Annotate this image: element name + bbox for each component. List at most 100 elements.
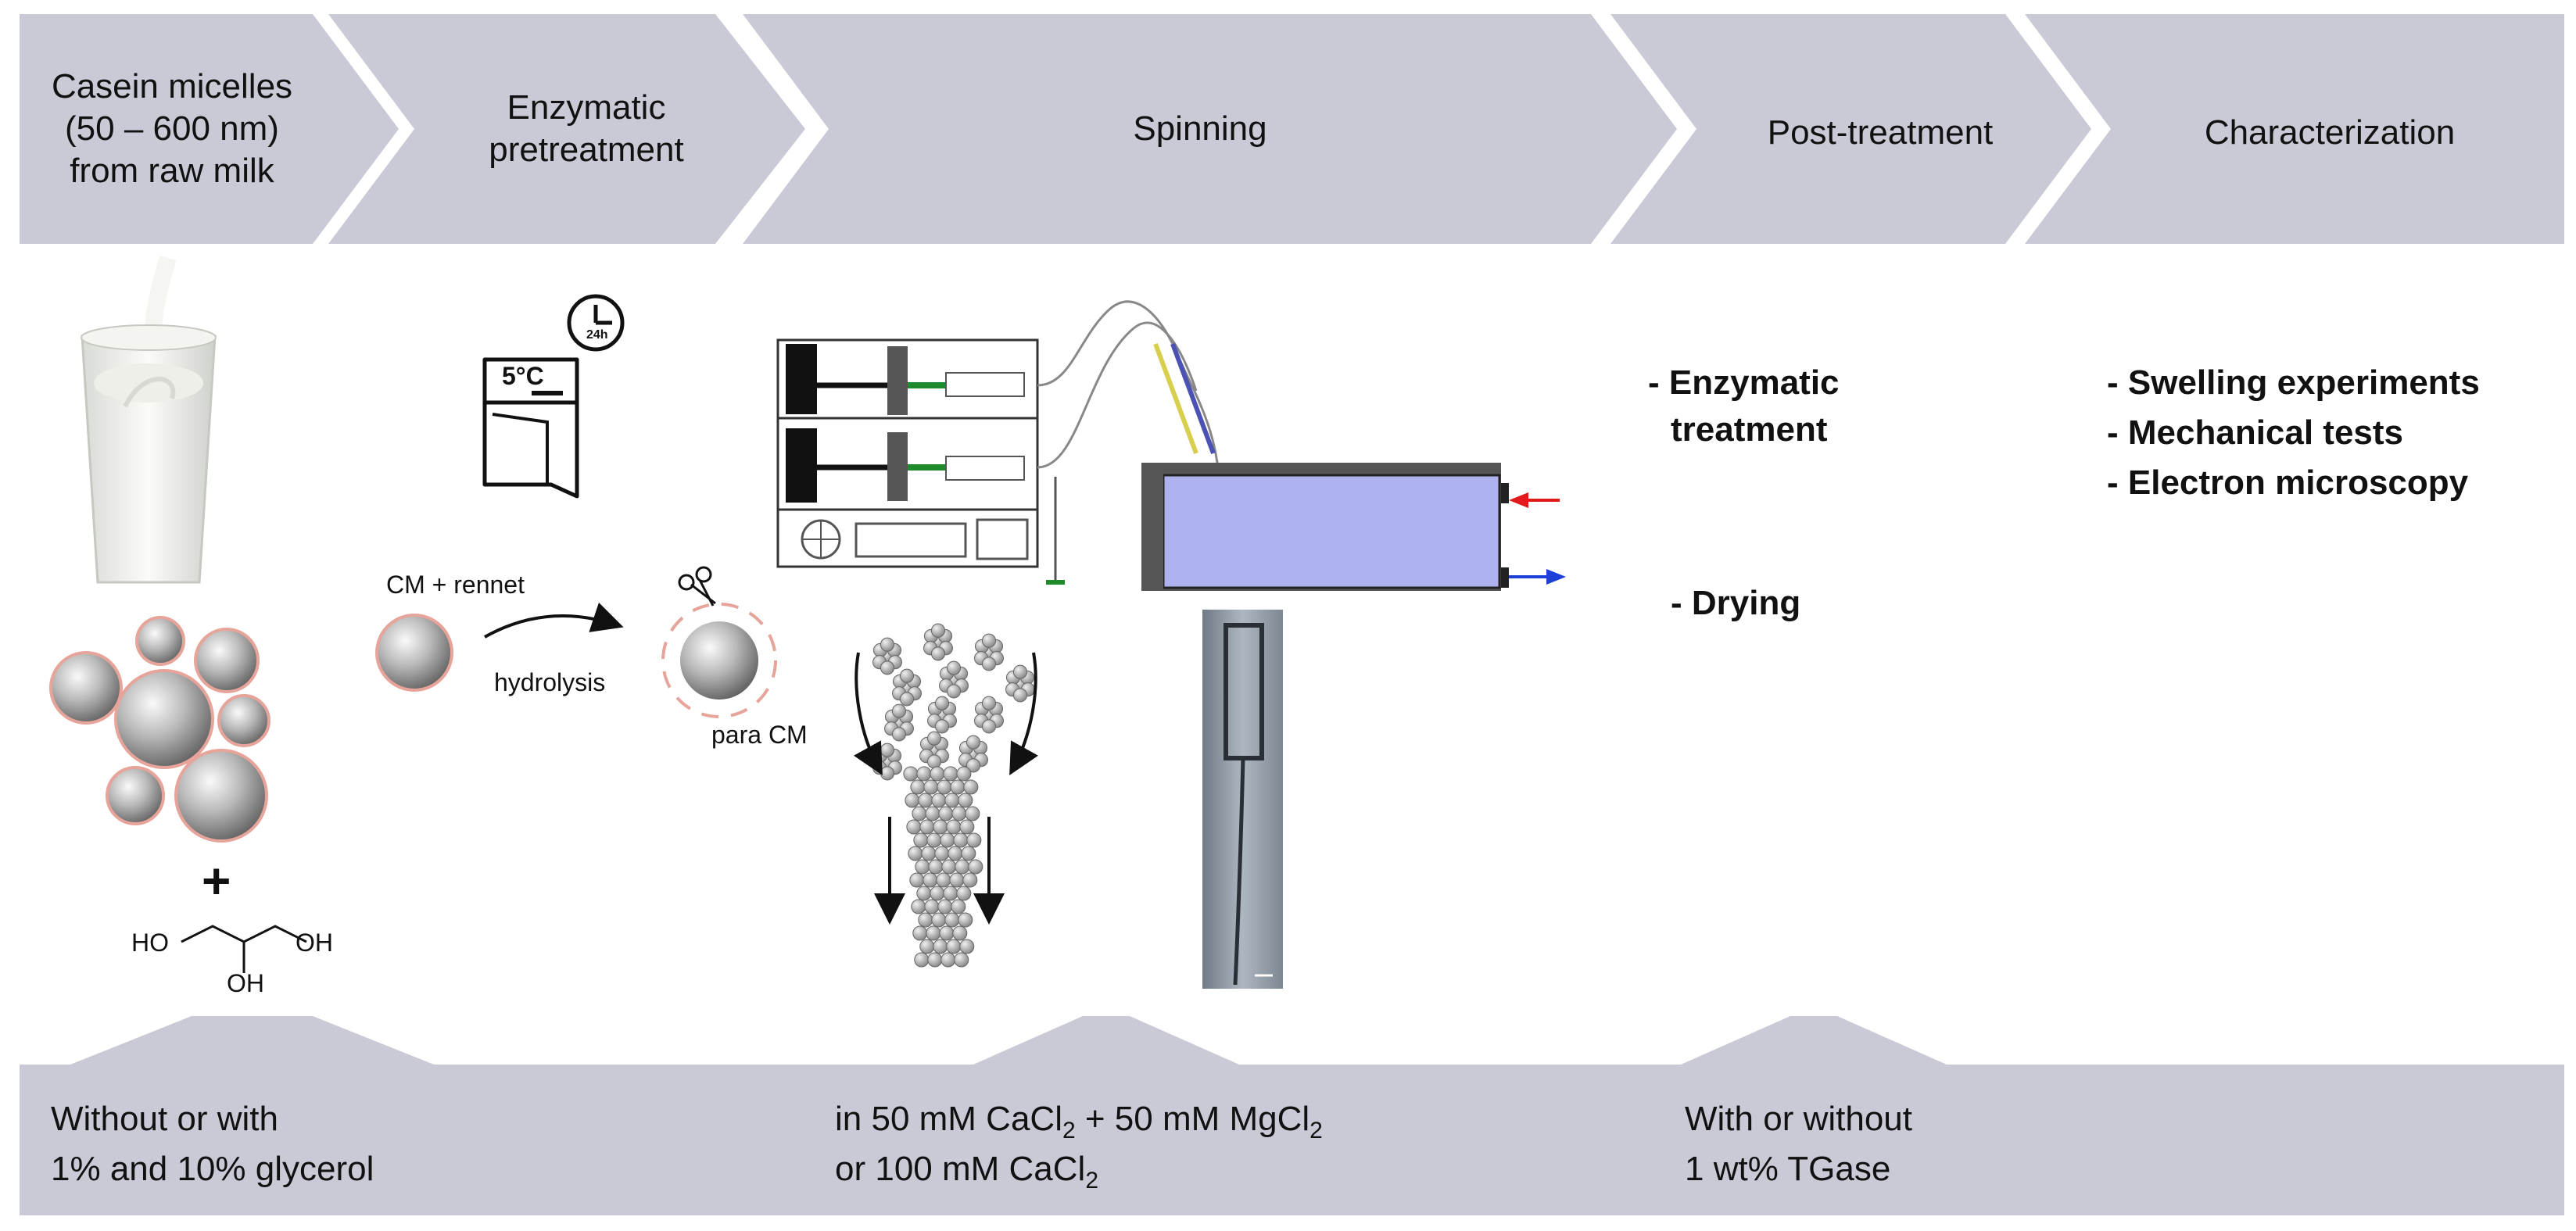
bath-line2-pre: or 100 mM CaCl xyxy=(835,1150,1086,1188)
condition-arrow-tgase xyxy=(1681,1016,1947,1065)
fiber-micelle-particle xyxy=(930,766,945,782)
stage-title-spinning: Spinning xyxy=(1133,109,1267,148)
stage-chevron-characterization xyxy=(2025,14,2564,244)
micelle-particle xyxy=(880,660,895,675)
glycerol-condition-line1: Without or with xyxy=(51,1100,278,1138)
fiber-micelle-particle xyxy=(924,899,940,914)
micelle-particle xyxy=(966,735,981,750)
fiber-micelle-particle xyxy=(941,859,957,875)
stage-chevron-enzymatic xyxy=(328,14,805,244)
fiber-micelle-particle xyxy=(937,899,953,914)
stage-title-post: Post-treatment xyxy=(1767,113,1994,152)
fiber-micelle-particle xyxy=(925,806,940,821)
post-item-enzymatic: - Enzymatic xyxy=(1648,363,1840,402)
glycerol-ho-label: HO xyxy=(131,929,169,957)
micelle-particle xyxy=(930,623,946,638)
fiber-micelle-particle xyxy=(923,779,939,795)
bath-condition-line2: or 100 mM CaCl2 xyxy=(835,1144,1098,1206)
micelle-aggregation-funnel xyxy=(872,623,1035,968)
fiber-micelle-particle xyxy=(954,952,969,968)
para-cm-label: para CM xyxy=(711,721,808,749)
fiber-micelle-particle xyxy=(938,806,954,821)
fiber-micelle-particle xyxy=(915,859,930,875)
micelle-particle xyxy=(926,754,942,769)
fiber-micelle-particle xyxy=(930,886,945,901)
fiber-micelle-particle xyxy=(955,859,970,875)
micelle-particle xyxy=(934,696,950,710)
characterization-item-microscopy: - Electron microscopy xyxy=(2107,463,2469,502)
fiber-micelle-particle xyxy=(931,793,947,808)
fiber-micelle-particle xyxy=(912,925,928,941)
glycerol-condition-line2: 1% and 10% glycerol xyxy=(51,1150,374,1188)
condition-arrow-glycerol xyxy=(70,1016,434,1065)
fiber-micelle-particle xyxy=(919,939,935,954)
conditions-band-rect xyxy=(20,1065,2564,1215)
fiber-micelle-particle xyxy=(959,939,975,954)
micelle-particle xyxy=(1012,688,1028,703)
glycerol-oh-bottom-label: OH xyxy=(227,969,264,997)
bath-condition-line1: in 50 mM CaCl2 + 50 mM MgCl2 xyxy=(835,1094,1323,1156)
stage-chevron-post xyxy=(1610,14,2091,244)
timer-label: 24h xyxy=(586,328,608,342)
tgase-condition-line2: 1 wt% TGase xyxy=(1685,1150,1891,1188)
outlet-arrowhead xyxy=(1546,569,1566,585)
micelle-particle xyxy=(891,727,907,742)
scissors-icon xyxy=(678,566,716,607)
stage-chevron-spinning xyxy=(743,14,1677,244)
fiber-micelle-particle xyxy=(916,886,932,901)
cm-sphere xyxy=(375,614,453,692)
fiber-micelle-particle xyxy=(944,793,960,808)
fiber-micelle-particle xyxy=(946,939,962,954)
post-item-drying: - Drying xyxy=(1671,584,1801,622)
fiber-micelle-particle xyxy=(944,912,960,928)
fiber-micelle-particle xyxy=(931,912,947,928)
fiber-micelle-particle xyxy=(963,779,979,795)
fiber-micelle-particle xyxy=(940,952,956,968)
micelle-particle xyxy=(966,758,981,773)
fiber-photo xyxy=(1202,610,1283,989)
fiber-micelle-particle xyxy=(943,766,958,782)
cm-rennet-label: CM + rennet xyxy=(386,571,525,599)
fiber-micelle-particle xyxy=(951,899,966,914)
fiber-micelle-particle xyxy=(948,846,963,861)
fiber-micelle-particle xyxy=(913,832,929,848)
micelle-particle xyxy=(981,696,997,710)
fiber-micelle-particle xyxy=(956,886,972,901)
syringe-pump xyxy=(776,338,1065,585)
glycerol-oh-right-label: OH xyxy=(296,929,333,957)
fiber-micelle-particle xyxy=(927,952,943,968)
micelle-particle xyxy=(891,703,907,718)
fiber-micelle-particle xyxy=(933,819,948,835)
micelle-particle xyxy=(899,668,915,683)
inlet-arrowhead xyxy=(1509,492,1528,508)
fiber-micelle-particle xyxy=(923,872,938,888)
micelle-particle xyxy=(946,660,962,675)
fiber-micelle-particle xyxy=(937,779,952,795)
fiber-micelle-particle xyxy=(936,872,951,888)
timer-24h-icon xyxy=(567,294,625,352)
fiber-micelle-particle xyxy=(903,766,919,782)
fiber-micelle-particle xyxy=(966,832,982,848)
fiber-micelle-particle xyxy=(962,872,978,888)
fiber-micelle-particle xyxy=(952,925,968,941)
fiber-micelle-particle xyxy=(909,872,925,888)
fiber-micelle-particle xyxy=(926,832,942,848)
casein-micelle-cluster xyxy=(49,616,270,843)
hydrolysis-arrow xyxy=(484,602,624,639)
fiber-micelle-particle xyxy=(958,793,973,808)
coagulation-bath xyxy=(1141,463,1566,591)
stage-banner xyxy=(20,14,2564,244)
flow-arrow-left xyxy=(853,652,883,775)
fiber-micelle-particle xyxy=(916,766,932,782)
post-item-enzymatic-cont: treatment xyxy=(1671,410,1828,449)
flow-arrow-right xyxy=(1009,652,1039,775)
micelle-particle xyxy=(880,766,895,781)
glycerol-structure xyxy=(181,925,307,973)
fiber-micelle-particle xyxy=(908,846,923,861)
hydrolysis-label: hydrolysis xyxy=(494,668,606,696)
fiber-micelle-particle xyxy=(950,779,966,795)
fiber-micelle-particle xyxy=(918,912,933,928)
micelle-particle xyxy=(981,719,997,734)
fiber-micelle-particle xyxy=(928,859,944,875)
